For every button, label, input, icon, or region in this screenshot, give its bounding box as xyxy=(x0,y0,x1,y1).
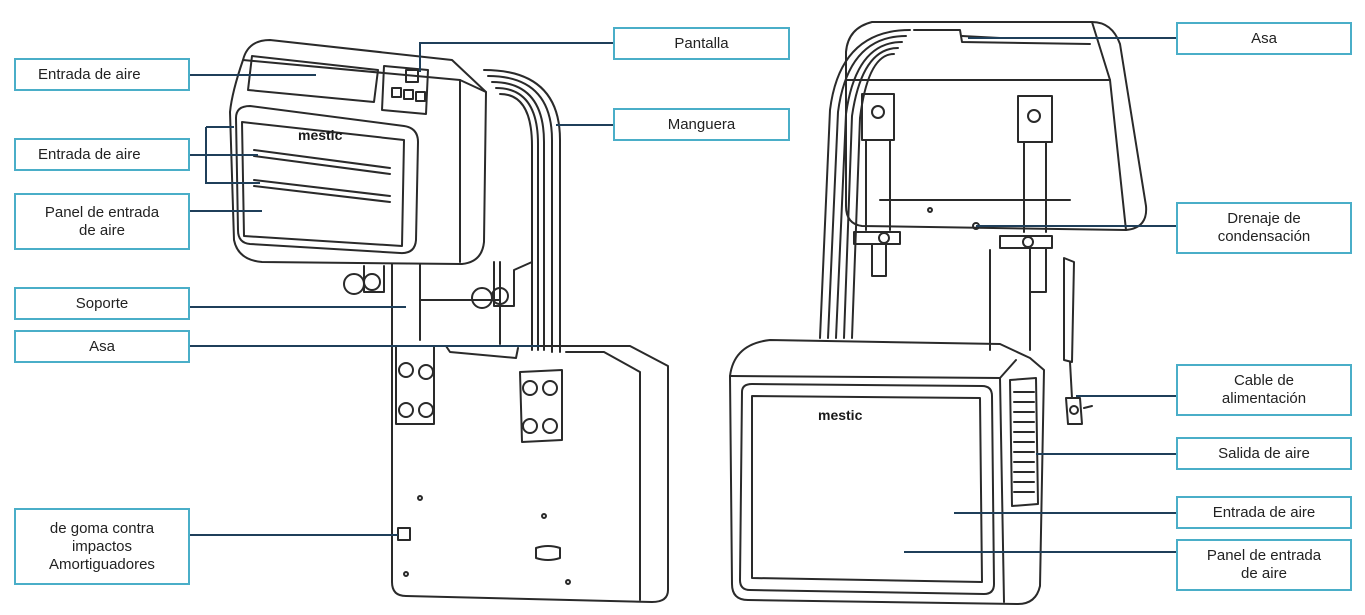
label-entrada-aire-right: Entrada de aire xyxy=(1176,496,1352,529)
label-panel-entrada-aire-right: Panel de entrada de aire xyxy=(1176,539,1352,591)
left-unit-drawing xyxy=(229,39,669,603)
label-asa-right: Asa xyxy=(1176,22,1352,55)
label-manguera: Manguera xyxy=(613,108,790,141)
label-entrada-aire-front: Entrada de aire xyxy=(14,138,190,171)
label-soporte: Soporte xyxy=(14,287,190,320)
label-pantalla: Pantalla xyxy=(613,27,790,60)
label-entrada-aire-top: Entrada de aire xyxy=(14,58,190,91)
label-salida-aire: Salida de aire xyxy=(1176,437,1352,470)
label-amortiguadores: de goma contra impactos Amortiguadores xyxy=(14,508,190,585)
label-asa-left: Asa xyxy=(14,330,190,363)
label-drenaje-condensacion: Drenaje de condensación xyxy=(1176,202,1352,254)
brand-logo-right: mestic xyxy=(818,407,863,423)
label-panel-entrada-aire-left: Panel de entrada de aire xyxy=(14,193,190,250)
brand-logo-left: mestic xyxy=(298,127,343,143)
leader-lines xyxy=(190,37,1176,553)
right-unit-drawing xyxy=(729,21,1148,605)
label-cable-alimentacion: Cable de alimentación xyxy=(1176,364,1352,416)
